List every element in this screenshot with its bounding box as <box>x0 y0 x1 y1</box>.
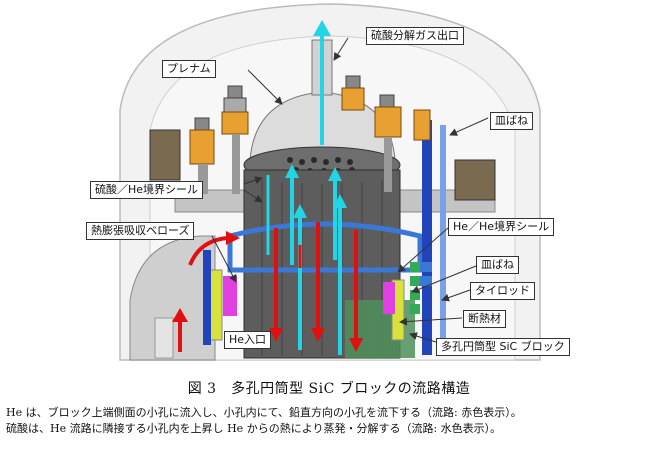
label-dish-spring-mid: 皿ばね <box>476 256 519 274</box>
label-he-inlet: He入口 <box>224 331 272 349</box>
acid-flow-arrows <box>266 20 347 355</box>
label-dish-spring-top: 皿ばね <box>490 112 533 130</box>
label-tie-rod: タイロッド <box>470 282 535 300</box>
caption-line-he-flow: He は、ブロック上端側面の小孔に流入し、小孔内にて、鉛直方向の小孔を流下する（… <box>6 406 522 419</box>
tie-rod-right-2 <box>440 125 446 355</box>
insulation-left <box>209 269 223 341</box>
label-gas-outlet: 硫酸分解ガス出口 <box>366 27 464 45</box>
blue-shell-ring <box>227 221 423 273</box>
bellows-left <box>223 276 237 316</box>
leader-lines <box>211 37 489 343</box>
label-bellows: 熱膨張吸収ベローズ <box>86 222 195 240</box>
label-acid-he-seal: 硫酸／He境界シール <box>90 181 204 199</box>
bolt-assemblies <box>149 75 496 201</box>
tie-rod-right <box>422 120 432 355</box>
inlet-coil <box>154 317 174 359</box>
label-sic-block: 多孔円筒型 SiC ブロック <box>436 338 570 356</box>
bellows-right <box>383 282 395 314</box>
label-plenum: プレナム <box>162 60 216 78</box>
label-he-he-seal: He／He境界シール <box>448 218 555 236</box>
block-cross-section-illustration <box>119 3 541 361</box>
caption-line-acid-flow: 硫酸は、He 流路に隣接する小孔内を上昇し He からの熱により蒸発・分解する（… <box>6 422 502 435</box>
inlet-shell <box>129 235 216 361</box>
tie-rod-left <box>203 250 211 345</box>
he-flow-arrows <box>172 222 363 352</box>
green-spring-stack <box>410 262 432 314</box>
figure-caption-title: 図 3 多孔円筒型 SiC ブロックの流路構造 <box>187 381 471 397</box>
label-insulation: 断熱材 <box>463 310 506 328</box>
